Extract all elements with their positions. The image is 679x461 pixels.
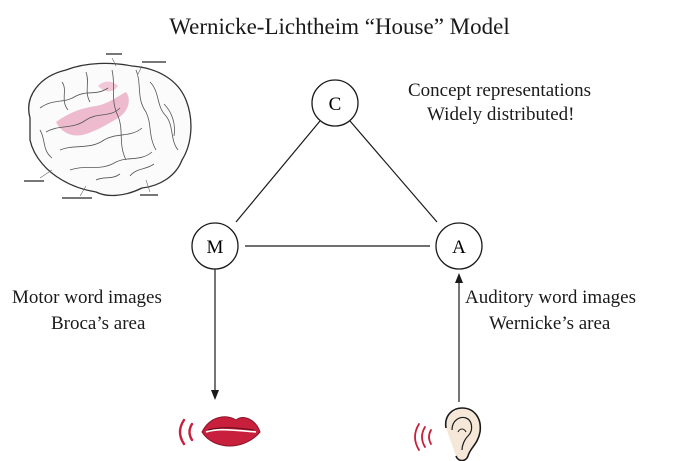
concept-caption-line-1: Concept representations: [408, 80, 592, 101]
node-auditory: A: [435, 222, 483, 270]
auditory-caption-line-1: Auditory word images: [465, 287, 636, 308]
node-concept-label: C: [329, 94, 342, 115]
mouth-icon: [178, 416, 261, 447]
motor-caption-line-1: Motor word images: [12, 287, 162, 308]
node-concept: C: [311, 79, 359, 127]
graph-edges: [211, 120, 463, 402]
edge-concept-auditory: [349, 120, 438, 223]
diagram-title: Wernicke-Lichtheim “House” Model: [169, 14, 510, 39]
node-motor-label: M: [207, 237, 224, 258]
brain-icon: [24, 53, 192, 199]
auditory-caption-line-2: Wernicke’s area: [489, 313, 611, 334]
motor-caption-line-2: Broca’s area: [51, 313, 146, 334]
node-auditory-label: A: [452, 237, 466, 258]
node-motor: M: [191, 222, 239, 270]
edge-concept-motor: [235, 120, 321, 223]
ear-icon: [414, 407, 482, 461]
concept-caption-line-2: Widely distributed!: [427, 104, 575, 125]
